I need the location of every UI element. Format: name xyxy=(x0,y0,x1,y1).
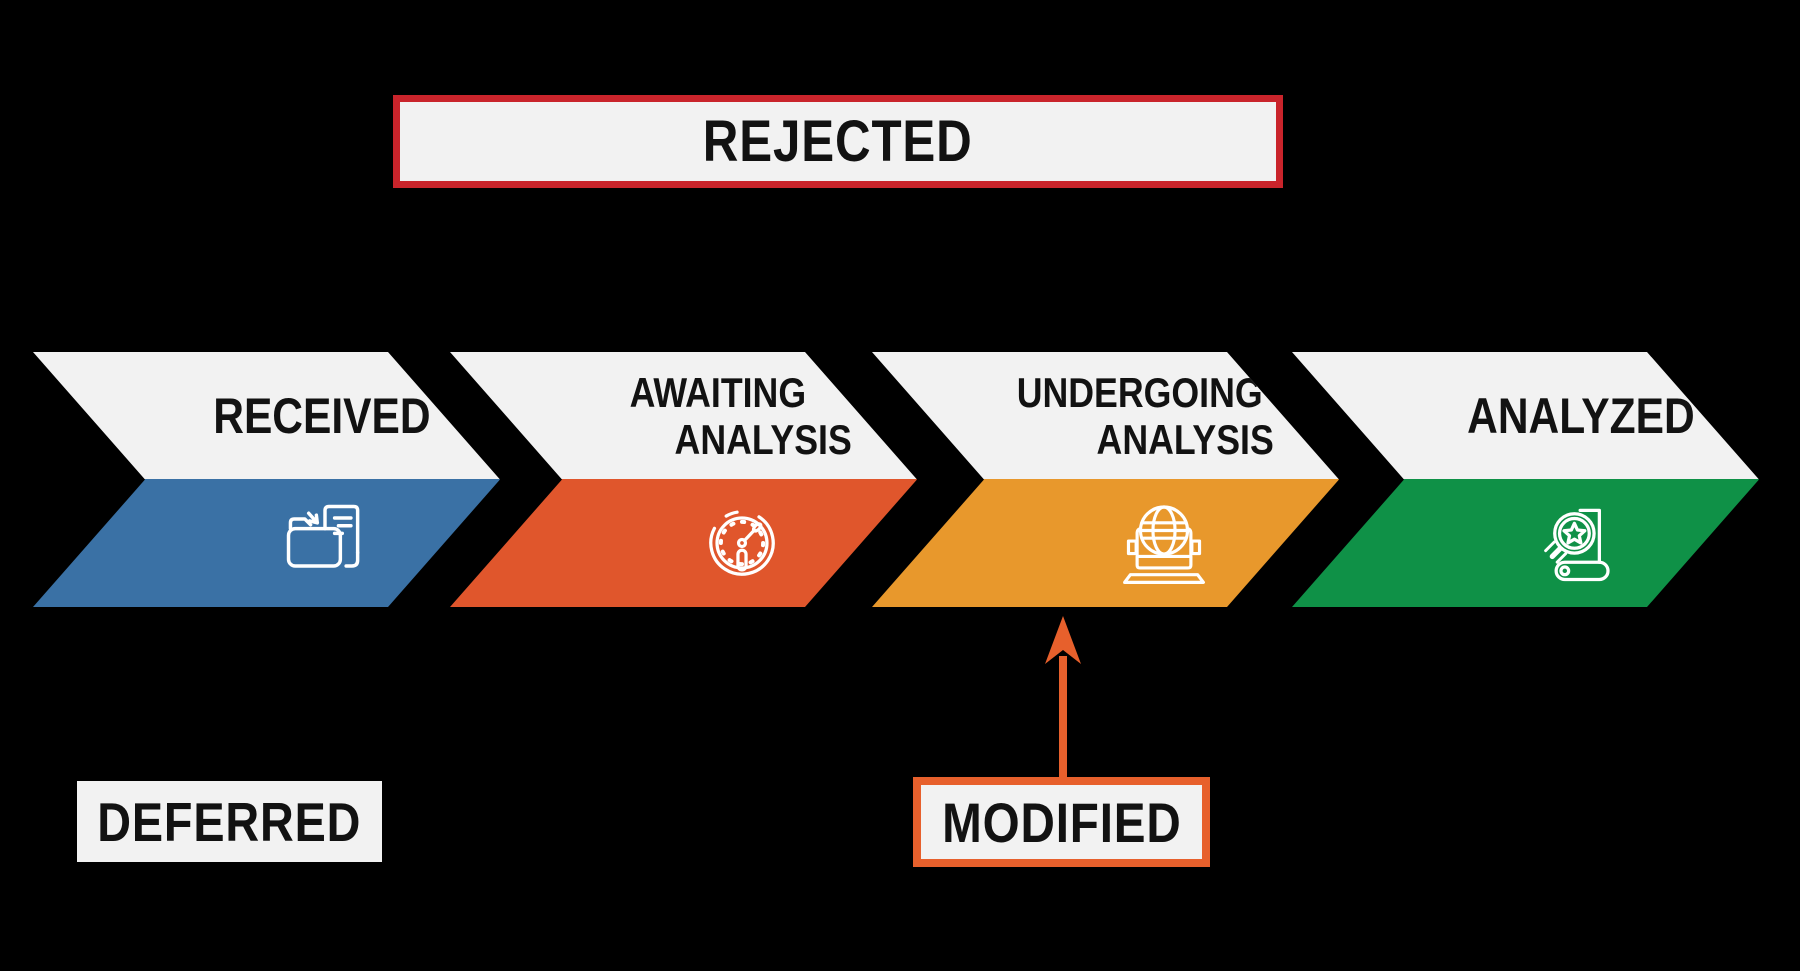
deferred-box: DEFERRED xyxy=(77,781,382,862)
stage-label-line: ANALYZED xyxy=(1466,387,1695,444)
stage-chevron-analyzed: ANALYZED xyxy=(1292,352,1759,607)
modified-arrow xyxy=(1045,616,1081,779)
stage-label-line: UNDERGOING xyxy=(1016,368,1263,416)
stage-label-line: ANALYSIS xyxy=(674,415,853,463)
modified-box: MODIFIED xyxy=(913,777,1210,867)
deferred-label: DEFERRED xyxy=(97,790,362,853)
stage-label-line: AWAITING xyxy=(629,368,806,416)
rejected-label: REJECTED xyxy=(703,109,973,174)
globe-laptop-icon xyxy=(1116,498,1212,588)
stage-label-band: ANALYZED xyxy=(1292,352,1759,479)
stage-chevron-received: RECEIVED xyxy=(33,352,500,607)
stage-label-line: RECEIVED xyxy=(212,387,431,444)
folder-documents-icon xyxy=(277,498,373,588)
modified-label: MODIFIED xyxy=(941,790,1182,854)
magnifier-star-scroll-icon xyxy=(1536,498,1632,588)
stage-icon-band xyxy=(450,479,917,607)
stage-icon-band xyxy=(872,479,1339,607)
stage-icon-band xyxy=(33,479,500,607)
stage-label-line: ANALYSIS xyxy=(1096,415,1275,463)
stage-icon-band xyxy=(1292,479,1759,607)
clock-icon xyxy=(694,498,790,588)
stage-label-band: RECEIVED xyxy=(33,352,500,479)
rejected-box: REJECTED xyxy=(393,95,1283,188)
